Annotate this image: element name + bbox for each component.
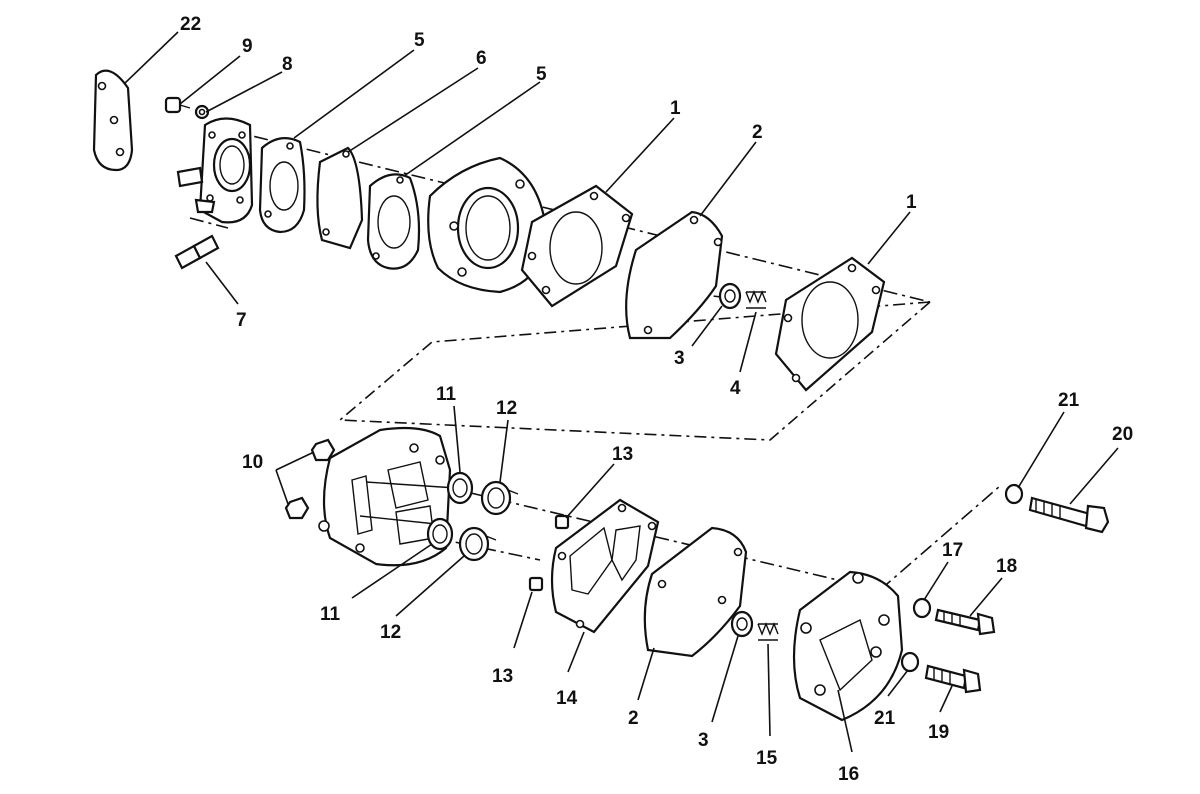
diaphragm-gasket-part-b	[774, 256, 886, 392]
callout-13-b: 13	[492, 666, 513, 687]
bolt-part-19	[924, 664, 982, 694]
callout-10: 10	[242, 452, 263, 473]
callout-11-a: 11	[436, 384, 457, 405]
callout-15: 15	[756, 748, 778, 769]
callout-18: 18	[996, 556, 1017, 577]
callout-2-b: 2	[628, 708, 639, 729]
valve-body-gasket-part	[550, 498, 660, 634]
callout-21-b: 21	[874, 708, 896, 729]
spring-part-b	[757, 622, 779, 641]
washer-part-b	[900, 651, 920, 673]
callout-14: 14	[556, 688, 578, 709]
pump-cover-head-part	[792, 570, 904, 722]
gasket-part-a	[258, 137, 306, 234]
bolt-part	[174, 234, 220, 270]
callout-13-a: 13	[612, 444, 633, 465]
lock-nut-part-a	[310, 438, 336, 462]
callout-12-a: 12	[496, 398, 517, 419]
callout-21-a: 21	[1058, 390, 1080, 411]
bushing-part-a	[480, 480, 519, 516]
callout-1-b: 1	[906, 192, 917, 213]
fitting-nut-part	[164, 96, 191, 114]
check-valve-part-b	[730, 610, 754, 638]
callout-22: 22	[180, 14, 201, 35]
screw-part-b	[528, 576, 544, 592]
bolt-part-18	[934, 608, 996, 636]
callout-16: 16	[838, 764, 859, 785]
gasket-part-b	[366, 173, 421, 270]
callout-6: 6	[476, 48, 487, 69]
diaphragm-part-a	[625, 210, 724, 340]
washer-part-c	[912, 597, 932, 619]
callout-2-a: 2	[752, 122, 763, 143]
callout-4: 4	[730, 378, 741, 399]
diaphragm-gasket-part-a	[520, 184, 634, 308]
callout-19: 19	[928, 722, 949, 743]
diaphragm-part-b	[643, 526, 748, 658]
leader-lines	[123, 31, 1119, 753]
callout-8: 8	[282, 54, 293, 75]
washer-part-a	[1004, 483, 1024, 505]
callout-labels: 22 9 8 5 6 5 1 2 1 7 3 4 11 12 10 13 21 …	[180, 14, 1133, 785]
spring-part-a	[745, 290, 767, 309]
callout-1-a: 1	[670, 98, 681, 119]
callout-3-b: 3	[698, 730, 709, 751]
callout-7: 7	[236, 310, 247, 331]
lock-nut-part-b	[284, 496, 310, 520]
cover-plate-part	[92, 69, 134, 172]
callout-9: 9	[242, 36, 253, 57]
valve-plate-part	[316, 146, 364, 250]
long-bolt-part	[1028, 496, 1110, 534]
callout-5-a: 5	[414, 30, 425, 51]
pump-main-housing-part	[318, 426, 457, 567]
oil-seal-part-b	[426, 517, 454, 551]
check-valve-part-a	[718, 282, 742, 310]
callout-17: 17	[942, 540, 963, 561]
callout-12-b: 12	[380, 622, 401, 643]
screw-part-a	[554, 514, 570, 530]
bushing-part-b	[458, 526, 497, 562]
callout-3-a: 3	[674, 348, 685, 369]
callout-20: 20	[1112, 424, 1133, 445]
oil-seal-part-a	[446, 471, 474, 505]
mounting-flange-part	[176, 117, 254, 224]
washer-part	[194, 104, 210, 120]
callout-5-b: 5	[536, 64, 547, 85]
callout-11-b: 11	[320, 604, 341, 625]
